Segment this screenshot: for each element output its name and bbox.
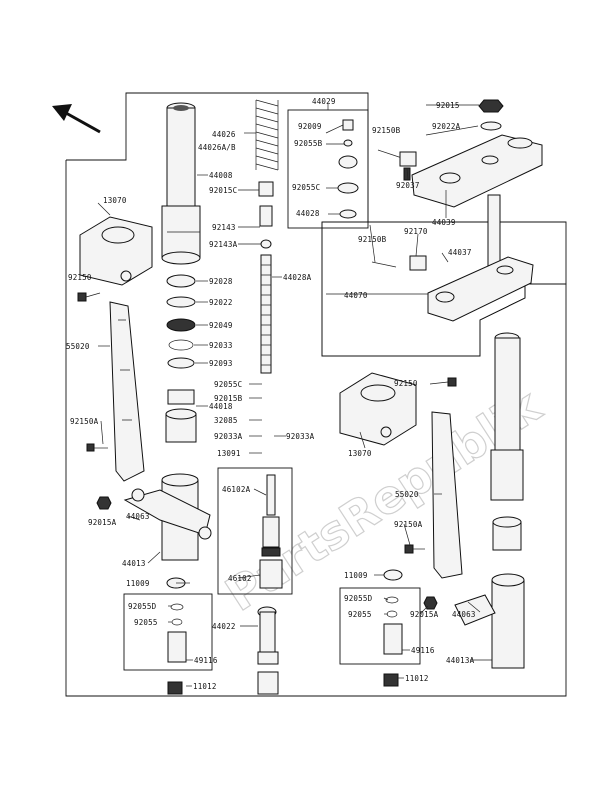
label-92028: 92028 xyxy=(209,277,233,286)
label-49116-left: 49116 xyxy=(194,656,218,665)
label-44037: 44037 xyxy=(448,248,472,257)
label-46102a: 46102A xyxy=(222,485,251,494)
label-92015: 92015 xyxy=(436,101,460,110)
label-92150b-mid: 92150B xyxy=(358,235,387,244)
top-triple-clamp xyxy=(411,134,543,208)
top-nut-92015 xyxy=(478,99,504,131)
label-13070-right: 13070 xyxy=(348,449,372,458)
valve-box-left xyxy=(123,593,213,671)
label-92049: 92049 xyxy=(209,321,233,330)
label-92022: 92022 xyxy=(209,298,233,307)
bolt-92150-right xyxy=(429,377,457,387)
front-direction-arrow-icon xyxy=(52,104,101,134)
label-92093: 92093 xyxy=(209,359,233,368)
label-44029: 44029 xyxy=(312,97,336,106)
label-13070-left: 13070 xyxy=(103,196,127,205)
label-44028: 44028 xyxy=(296,209,320,218)
label-44022: 44022 xyxy=(212,622,236,631)
label-11012-left: 11012 xyxy=(193,682,217,691)
base-valve-left xyxy=(166,577,187,695)
label-44070: 44070 xyxy=(344,291,368,300)
label-55020-left: 55020 xyxy=(66,342,90,351)
washer-11009-right xyxy=(383,569,403,581)
nut-92015a-right xyxy=(423,596,438,610)
outer-fork-tube-left xyxy=(123,473,212,561)
label-44026: 44026 xyxy=(212,130,236,139)
label-92033a-right: 92033A xyxy=(286,432,315,441)
label-92055c-cap: 92055C xyxy=(292,183,320,192)
label-92055b: 92055B xyxy=(294,139,323,148)
label-11012-right: 11012 xyxy=(405,674,429,683)
label-92055c-mid: 92055C xyxy=(214,380,242,389)
bolt-92150a-right xyxy=(404,544,425,554)
label-44008: 44008 xyxy=(209,171,233,180)
label-32085: 32085 xyxy=(214,416,238,425)
bolt-92150b-top xyxy=(377,149,417,181)
piston-44022 xyxy=(257,606,279,695)
label-13091: 13091 xyxy=(217,449,241,458)
label-44026ab: 44026A/B xyxy=(198,143,236,152)
label-11009-left: 11009 xyxy=(126,579,150,588)
label-92009: 92009 xyxy=(298,122,322,131)
inner-fork-tube-left xyxy=(161,102,201,265)
seal-stack-left xyxy=(165,274,197,443)
label-92150a-left: 92150A xyxy=(70,417,99,426)
part-labels: 44029 44026 44026A/B 92009 92055B 92055C… xyxy=(66,97,476,691)
inner-fork-tube-right xyxy=(490,332,524,551)
label-92150-left: 92150 xyxy=(68,273,92,282)
bolt-left xyxy=(77,292,101,302)
steering-stem-clamp xyxy=(427,194,534,322)
label-92055-left: 92055 xyxy=(134,618,158,627)
nut-92015a-left xyxy=(96,496,112,510)
label-44063-left: 44063 xyxy=(126,512,150,521)
label-92170: 92170 xyxy=(404,227,428,236)
label-49116-right: 49116 xyxy=(411,646,435,655)
outer-fork-tube-right xyxy=(454,573,525,669)
label-92143a: 92143A xyxy=(209,240,238,249)
label-92150b-top: 92150B xyxy=(372,126,401,135)
label-44013: 44013 xyxy=(122,559,146,568)
label-92055-right: 92055 xyxy=(348,610,372,619)
cartridge-box xyxy=(217,467,293,595)
label-92150-right: 92150 xyxy=(394,379,418,388)
label-92033: 92033 xyxy=(209,341,233,350)
label-46102: 46102 xyxy=(228,574,252,583)
label-92022a: 92022A xyxy=(432,122,461,131)
label-92037: 92037 xyxy=(396,181,420,190)
upper-clamp-right xyxy=(339,372,417,446)
bolt-92150a-left xyxy=(86,443,108,452)
base-valve-right xyxy=(383,596,403,687)
fork-guard-left xyxy=(109,301,145,482)
leader-lines xyxy=(97,104,492,687)
spring-collar xyxy=(258,181,274,249)
fork-spring xyxy=(255,99,279,171)
label-92015b: 92015B xyxy=(214,394,243,403)
fork-guard-right xyxy=(431,411,463,579)
upper-clamp-box xyxy=(321,221,567,357)
label-44039: 44039 xyxy=(432,218,456,227)
label-92015c: 92015C xyxy=(209,186,237,195)
label-92033a-left: 92033A xyxy=(214,432,243,441)
label-44063-right: 44063 xyxy=(452,610,476,619)
label-92055d-right: 92055D xyxy=(344,594,373,603)
damper-rod xyxy=(260,254,272,374)
label-44028a: 44028A xyxy=(283,273,312,282)
bolt-92150b-mid xyxy=(371,255,427,271)
label-44018: 44018 xyxy=(209,402,233,411)
label-92015a-right: 92015A xyxy=(410,610,439,619)
upper-clamp-left xyxy=(79,216,153,286)
label-55020-right: 55020 xyxy=(395,490,419,499)
label-92055d-left: 92055D xyxy=(128,602,157,611)
label-11009-right: 11009 xyxy=(344,571,368,580)
valve-box-right xyxy=(339,587,421,665)
damper-cartridge xyxy=(259,474,283,589)
label-92015a-left: 92015A xyxy=(88,518,117,527)
fork-cap-parts xyxy=(337,119,359,219)
label-92143: 92143 xyxy=(212,223,236,232)
label-44013a: 44013A xyxy=(446,656,475,665)
label-92150a-right: 92150A xyxy=(394,520,423,529)
